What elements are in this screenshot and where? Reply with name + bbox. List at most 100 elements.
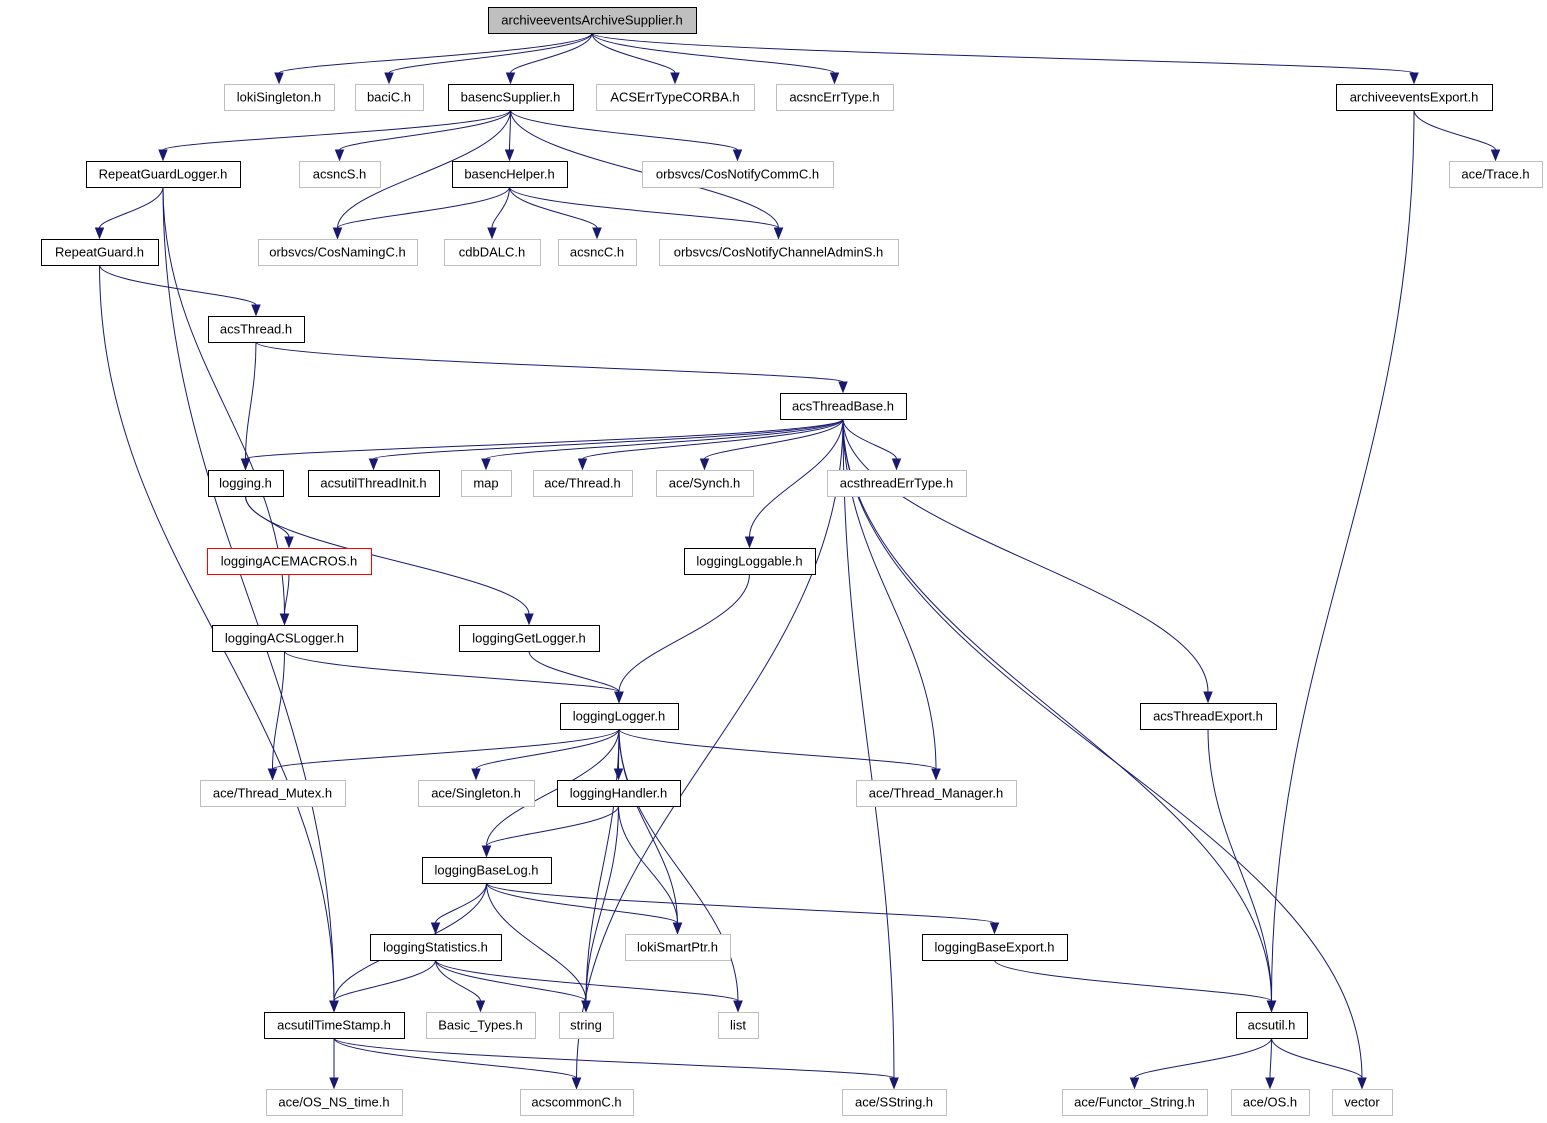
edge-line (591, 32, 1415, 74)
node-box (922, 934, 1068, 961)
node-acsThreadBase[interactable]: acsThreadBase.h (780, 393, 907, 420)
edge-line (591, 32, 835, 74)
node-logging[interactable]: logging.h (208, 470, 284, 497)
node-box (856, 780, 1017, 807)
arrowhead-icon (384, 72, 394, 85)
node-ACSErrTypeCORBA: ACSErrTypeCORBA.h (596, 84, 755, 111)
node-box (370, 934, 502, 961)
node-label: cdbDALC.h (459, 245, 525, 260)
edge-line (1413, 109, 1496, 151)
node-RepeatGuardLogger[interactable]: RepeatGuardLogger.h (86, 161, 241, 188)
edge-line (842, 418, 895, 1079)
edge-line (435, 959, 739, 1002)
node-acsutilThreadInit[interactable]: acsutilThreadInit.h (308, 470, 440, 497)
node-label: acsutil.h (1248, 1018, 1296, 1033)
node-label: basencSupplier.h (461, 90, 561, 105)
node-CosNamingC: orbsvcs/CosNamingC.h (258, 239, 418, 266)
node-acsutil[interactable]: acsutil.h (1236, 1012, 1308, 1039)
node-loggingHandler[interactable]: loggingHandler.h (557, 780, 681, 807)
node-box (780, 393, 907, 420)
edge-root-to-ACSErrTypeCORBA (591, 32, 680, 85)
edge-line (435, 882, 487, 924)
edge-loggingLogger-to-aceSingleton (471, 728, 620, 781)
node-acsncErrType: acsncErrType.h (776, 84, 894, 111)
node-loggingLoggable[interactable]: loggingLoggable.h (684, 548, 816, 575)
node-loggingGetLogger[interactable]: loggingGetLogger.h (459, 625, 600, 652)
edge-line (1271, 1037, 1363, 1079)
arrowhead-icon (329, 1077, 339, 1090)
arrowhead-icon (505, 72, 516, 85)
node-RepeatGuard[interactable]: RepeatGuard.h (41, 239, 159, 266)
node-basencSupplier[interactable]: basencSupplier.h (448, 84, 574, 111)
node-box (557, 780, 681, 807)
node-basencHelper[interactable]: basencHelper.h (452, 161, 568, 188)
node-loggingACEMACROS[interactable]: loggingACEMACROS.h (207, 548, 372, 575)
edge-line (585, 805, 619, 1002)
node-box (1236, 1012, 1308, 1039)
node-loggingBaseExport[interactable]: loggingBaseExport.h (922, 934, 1068, 961)
node-label: loggingLogger.h (573, 709, 666, 724)
edge-loggingBaseLog-to-string (486, 882, 591, 1013)
edge-line (486, 882, 587, 1002)
node-label: ace/OS.h (1243, 1095, 1297, 1110)
node-box (266, 1089, 403, 1116)
node-label: acsncC.h (570, 245, 624, 260)
node-archiveeventsExport[interactable]: archiveeventsExport.h (1336, 84, 1493, 111)
edge-loggingHandler-to-lokiSmartPtr (618, 805, 683, 935)
node-loggingStatistics[interactable]: loggingStatistics.h (370, 934, 502, 961)
node-acsncC: acsncC.h (558, 239, 637, 266)
node-label: map (473, 476, 498, 491)
node-box (224, 84, 335, 111)
node-label: loggingStatistics.h (383, 940, 488, 955)
arrowhead-icon (592, 227, 602, 240)
edge-basencSupplier-to-CosNotifyCommC (510, 109, 743, 162)
arrowhead-icon (240, 458, 251, 471)
arrowhead-icon (487, 227, 497, 240)
node-box (684, 548, 816, 575)
edge-line (528, 650, 620, 693)
edge-line (162, 109, 511, 151)
arrowhead-icon (838, 381, 848, 394)
edge-loggingACSLogger-to-aceThreadMutex (267, 650, 285, 781)
node-acsThreadExport[interactable]: acsThreadExport.h (1140, 703, 1277, 730)
node-box (827, 470, 967, 497)
edge-acsThreadBase-to-acscommonC (571, 418, 844, 1090)
arrowhead-icon (158, 149, 168, 162)
edge-line (510, 109, 738, 151)
node-box (355, 84, 424, 111)
edge-acsutil-to-vector (1271, 1037, 1367, 1090)
edge-RepeatGuardLogger-to-RepeatGuard (94, 186, 164, 240)
arrowhead-icon (332, 227, 343, 240)
node-label: ACSErrTypeCORBA.h (610, 90, 739, 105)
edge-acsThreadBase-to-map (481, 418, 844, 471)
edge-acsThread-to-acsThreadBase (255, 341, 848, 394)
node-aceThreadMutex: ace/Thread_Mutex.h (200, 780, 346, 807)
node-loggingLogger[interactable]: loggingLogger.h (560, 703, 679, 730)
node-acsThread[interactable]: acsThread.h (208, 316, 305, 343)
arrowhead-icon (471, 768, 481, 781)
node-label: ace/Trace.h (1461, 167, 1529, 182)
node-box (776, 84, 894, 111)
node-acsutilTimeStamp[interactable]: acsutilTimeStamp.h (264, 1012, 405, 1039)
edge-line (284, 650, 620, 693)
node-label: loggingACSLogger.h (225, 631, 344, 646)
node-box (488, 7, 697, 34)
edge-line (162, 186, 335, 1002)
edge-loggingACEMACROS-to-loggingACSLogger (279, 573, 290, 626)
node-box (656, 470, 754, 497)
arrowhead-icon (614, 691, 624, 704)
node-loggingBaseLog[interactable]: loggingBaseLog.h (422, 857, 552, 884)
edge-line (1271, 109, 1415, 1002)
edge-line (272, 650, 285, 770)
edge-logging-to-loggingGetLogger (245, 495, 534, 626)
node-loggingACSLogger[interactable]: loggingACSLogger.h (212, 625, 358, 652)
node-box (659, 239, 899, 266)
edge-loggingBaseLog-to-loggingBaseExport (486, 882, 1000, 935)
node-box (1231, 1089, 1310, 1116)
node-box (520, 1089, 634, 1116)
edge-archiveeventsExport-to-acsutil (1266, 109, 1415, 1013)
node-label: loggingBaseLog.h (434, 863, 538, 878)
arrowhead-icon (475, 1000, 486, 1013)
edge-line (486, 882, 995, 924)
node-box (299, 161, 381, 188)
